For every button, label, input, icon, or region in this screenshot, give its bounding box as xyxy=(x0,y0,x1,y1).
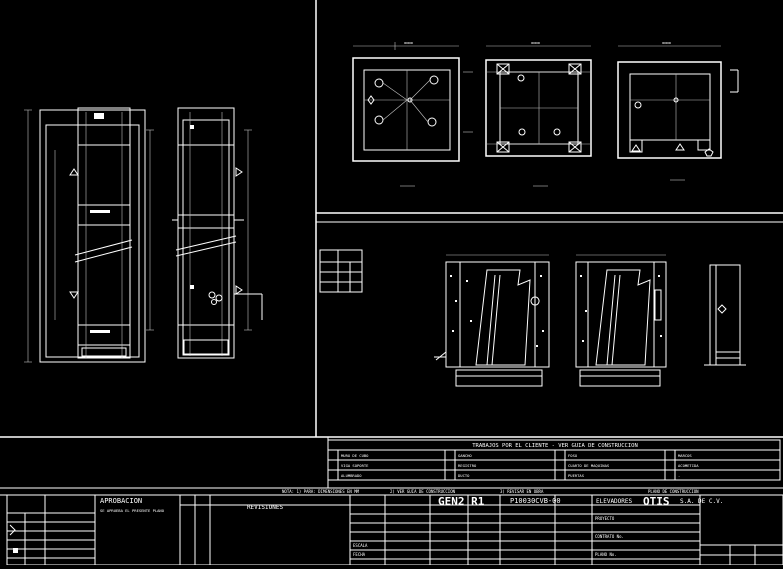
contract-label: CONTRATO No. xyxy=(595,534,624,539)
note: NOTA: 1) PARA: DIMENSIONES EN MM xyxy=(282,489,360,494)
client-item: CUARTO DE MAQUINAS xyxy=(568,463,610,468)
cross-circle-icon xyxy=(568,141,582,153)
cross-circle-icon xyxy=(496,141,510,153)
plan-view-2: === xyxy=(485,41,592,187)
chevron-right-icon xyxy=(9,524,16,536)
note: 2) VER GUIA DE CONSTRUCCION xyxy=(390,489,456,494)
client-works-items: MURO DE CUBO VIGA SOPORTE ALUMBRADO GANC… xyxy=(341,453,699,478)
svg-text:===: === xyxy=(404,41,413,47)
notes-row: NOTA: 1) PARA: DIMENSIONES EN MM 2) VER … xyxy=(282,489,699,494)
svg-text:===: === xyxy=(662,41,671,47)
client-item: ACOMETIDA xyxy=(678,463,699,468)
client-item: ALUMBRADO xyxy=(341,473,362,478)
front-elevation-1 xyxy=(434,254,550,387)
client-item: MARCOS xyxy=(678,453,692,458)
client-item: GANCHO xyxy=(458,453,472,458)
drawing-code: P10030CVB-00 xyxy=(510,497,561,505)
scale-label: ESCALA xyxy=(353,543,368,548)
date-label: FECHA xyxy=(353,552,366,557)
front-elevation-2 xyxy=(575,254,667,387)
note: 3) REVISAR EN OBRA xyxy=(500,489,544,494)
project-label: PROYECTO xyxy=(595,516,615,521)
plan-view-3: === xyxy=(617,41,739,181)
approval-subtitle: SE APRUEBA EL PRESENTE PLANO xyxy=(100,508,165,513)
approval-title: APROBACION xyxy=(100,497,142,505)
pentagon-icon xyxy=(704,148,714,157)
note: PLANO DE CONSTRUCCION xyxy=(648,489,699,494)
company-suffix: S.A. DE C.V. xyxy=(680,498,723,505)
drawing-no-label: PLANO No. xyxy=(595,552,617,557)
elevators-label: ELEVADORES xyxy=(596,498,633,505)
side-section xyxy=(704,264,746,366)
plan-view-1: === xyxy=(352,41,473,187)
hoistway-section-right xyxy=(172,107,263,359)
client-item: DUCTO xyxy=(458,473,470,478)
model-code: GEN2 R1 xyxy=(438,495,485,508)
hoistway-section-left xyxy=(24,107,154,363)
client-item: PUERTAS xyxy=(568,473,585,478)
client-item: REGISTRO xyxy=(458,463,477,468)
client-item: - xyxy=(678,473,680,478)
sheet-frame xyxy=(0,0,783,438)
legend-table xyxy=(319,249,363,293)
client-item: MURO DE CUBO xyxy=(341,453,369,458)
cross-circle-icon xyxy=(568,63,582,75)
client-works-title: TRABAJOS POR EL CLIENTE - VER GUIA DE CO… xyxy=(472,443,638,449)
client-item: FOSO xyxy=(568,453,578,458)
cross-circle-icon xyxy=(496,63,510,75)
client-item: VIGA SOPORTE xyxy=(341,463,369,468)
svg-text:===: === xyxy=(531,41,540,47)
title-block-frame xyxy=(0,437,783,566)
triangle-icon xyxy=(675,143,685,151)
revisions-label: REVISIONES xyxy=(247,504,284,511)
brand-logo: OTIS xyxy=(643,495,670,508)
